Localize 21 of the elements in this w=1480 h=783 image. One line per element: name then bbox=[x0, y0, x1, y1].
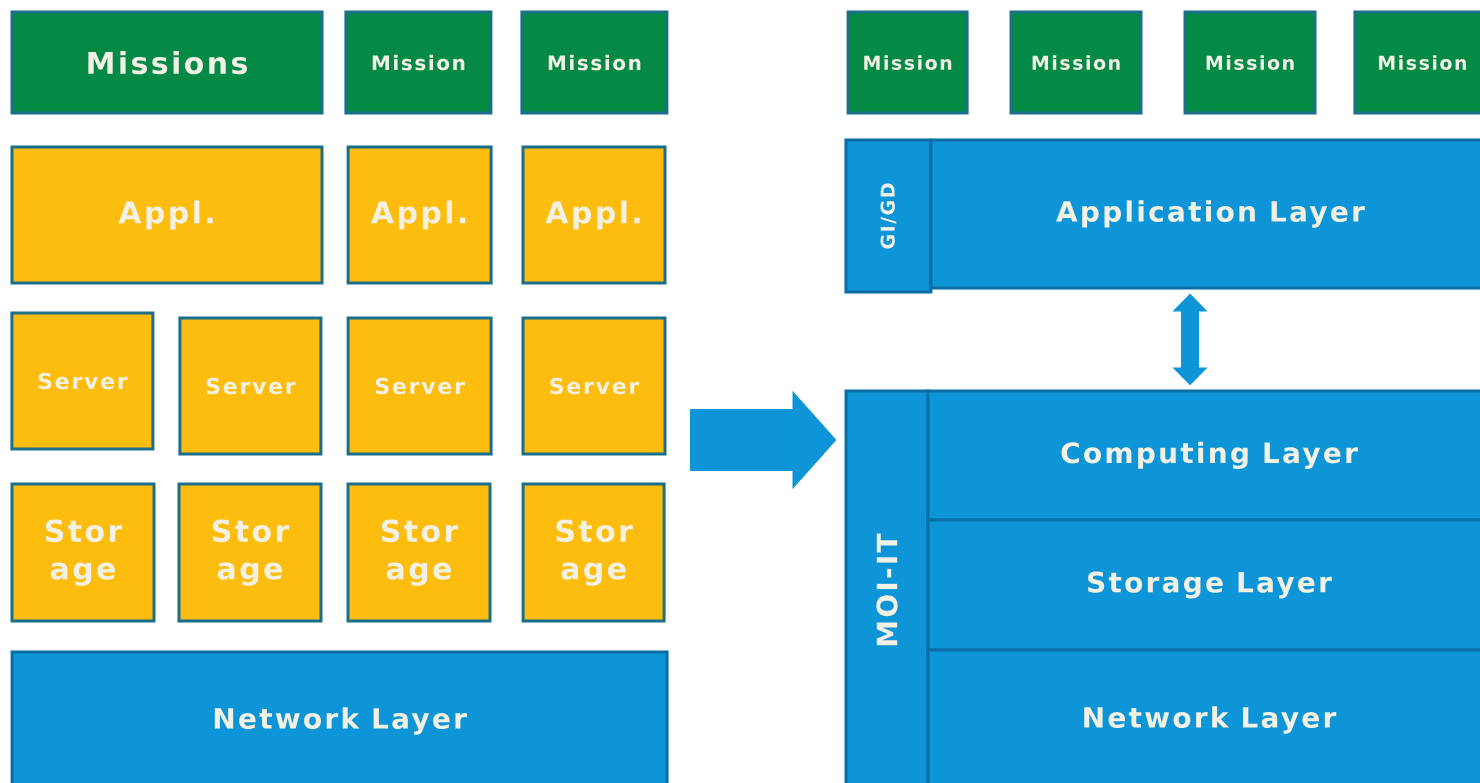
side-label-box: GI/GD bbox=[844, 138, 933, 294]
mission-box: Mission bbox=[846, 10, 969, 115]
application-box: Appl. bbox=[346, 145, 493, 285]
application-box: Appl. bbox=[521, 145, 667, 285]
application-box: Appl. bbox=[10, 145, 324, 285]
storage-box: Stor age bbox=[10, 482, 156, 623]
layer-box: Network Layer bbox=[10, 650, 669, 783]
mission-box: Mission bbox=[520, 10, 669, 115]
server-box: Server bbox=[521, 316, 667, 456]
storage-box: Stor age bbox=[177, 482, 323, 623]
storage-box: Stor age bbox=[521, 482, 666, 623]
server-box: Server bbox=[178, 316, 323, 456]
side-label-box: MOI-IT bbox=[844, 389, 930, 783]
storage-box: Stor age bbox=[346, 482, 492, 623]
server-box: Server bbox=[10, 311, 155, 451]
mission-box: Mission bbox=[1183, 10, 1317, 115]
mission-box: Mission bbox=[1009, 10, 1143, 115]
server-box: Server bbox=[346, 316, 493, 456]
mission-box: Mission bbox=[344, 10, 493, 115]
mission-box: Mission bbox=[1353, 10, 1480, 115]
mission-box: Missions bbox=[10, 10, 324, 115]
